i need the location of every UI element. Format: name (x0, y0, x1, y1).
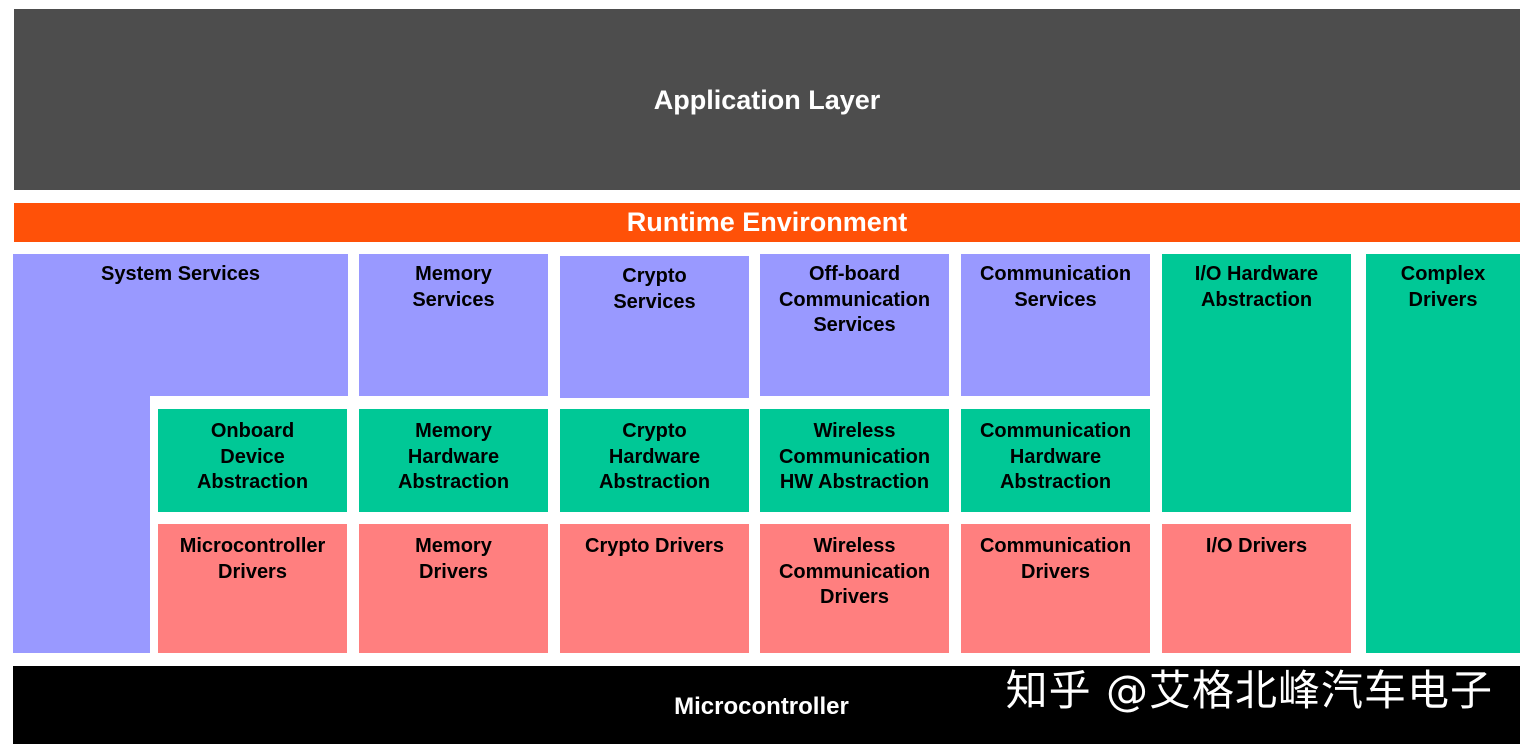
communication-drivers: Communication Drivers (961, 524, 1150, 653)
offboard-communication-services: Off-board Communication Services (760, 254, 949, 396)
watermark-text: 知乎 @艾格北峰汽车电子 (1005, 666, 1493, 715)
crypto-hardware-abstraction: Crypto Hardware Abstraction (560, 409, 749, 512)
system-services-label: System Services (100, 263, 260, 285)
application-layer: Application Layer (14, 9, 1520, 190)
microcontroller-label: Microcontroller (674, 693, 849, 720)
onboard-device-abstraction: Onboard Device Abstraction (158, 409, 347, 512)
memory-drivers: Memory Drivers (359, 524, 548, 653)
complex-drivers: Complex Drivers (1366, 254, 1520, 653)
crypto-services: Crypto Services (560, 256, 749, 398)
system-services-column (13, 396, 150, 653)
wireless-communication-drivers: Wireless Communication Drivers (760, 524, 949, 653)
memory-services: Memory Services (359, 254, 548, 396)
runtime-environment: Runtime Environment (14, 203, 1520, 242)
application-layer-label: Application Layer (653, 85, 881, 115)
wireless-communication-hw-abstraction: Wireless Communication HW Abstraction (760, 409, 949, 512)
microcontroller-drivers: Microcontroller Drivers (158, 524, 347, 653)
io-hardware-abstraction: I/O Hardware Abstraction (1162, 254, 1351, 512)
io-drivers: I/O Drivers (1162, 524, 1351, 653)
memory-hardware-abstraction: Memory Hardware Abstraction (359, 409, 548, 512)
communication-services: Communication Services (961, 254, 1150, 396)
crypto-drivers: Crypto Drivers (560, 524, 749, 653)
communication-hardware-abstraction: Communication Hardware Abstraction (961, 409, 1150, 512)
system-services-top: System Services (13, 254, 348, 396)
microcontroller-layer: Microcontroller (13, 666, 1520, 744)
runtime-environment-label: Runtime Environment (626, 207, 908, 237)
